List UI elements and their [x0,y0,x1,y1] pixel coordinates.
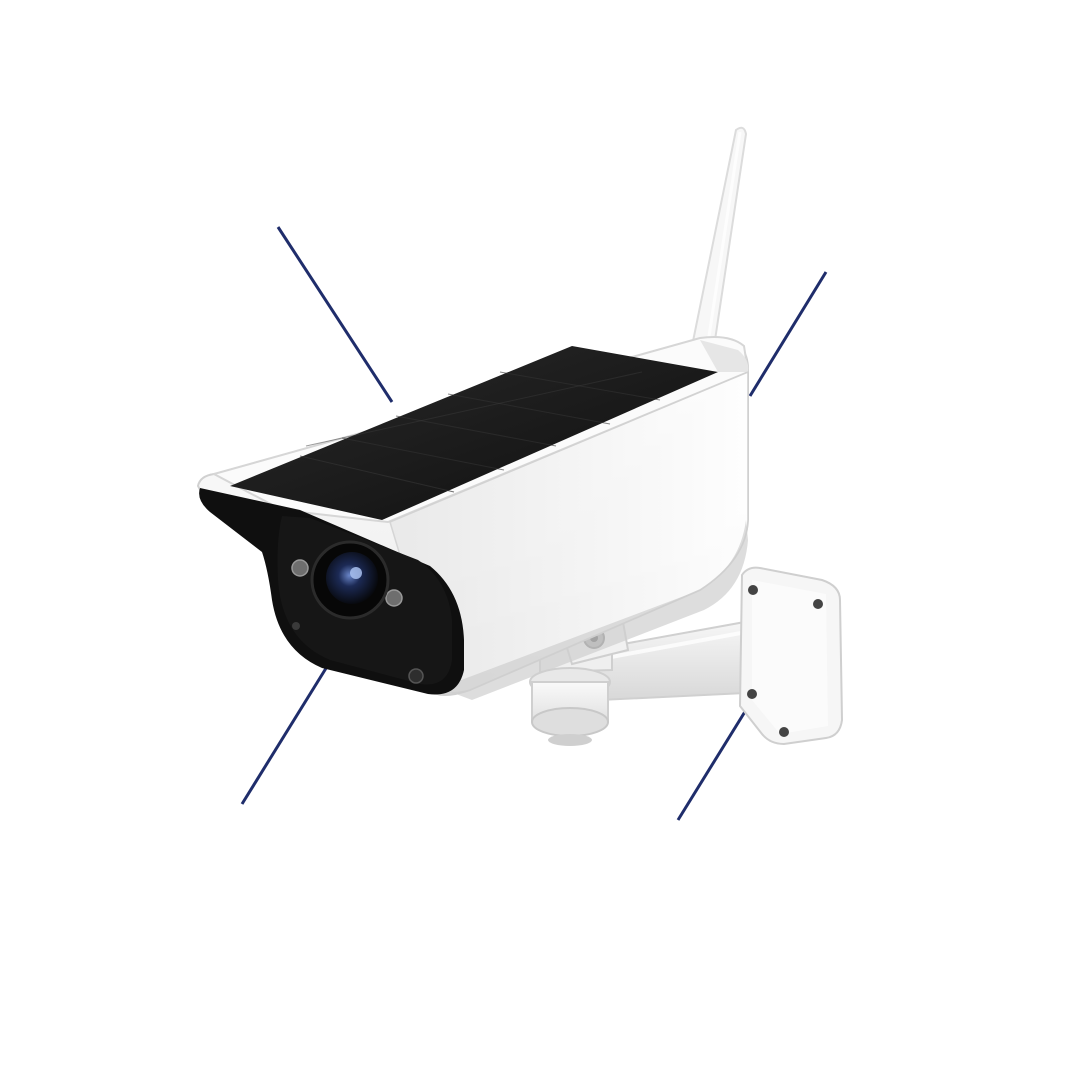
callout-lines [240,226,828,821]
wall-mount-icon [529,566,844,746]
ir-led-right [385,589,403,607]
mic-hole [292,622,300,630]
callout-line-bottom-left [240,664,330,805]
lens-icon [310,540,390,620]
light-sensor [408,668,424,684]
callout-line-top-left [276,226,394,403]
callout-line-top-right [748,271,828,397]
ir-led-left [291,559,309,577]
antenna-icon [688,126,748,362]
solar-panel [230,346,718,520]
callout-line-bottom-right [676,709,748,821]
lens-face [199,488,464,695]
